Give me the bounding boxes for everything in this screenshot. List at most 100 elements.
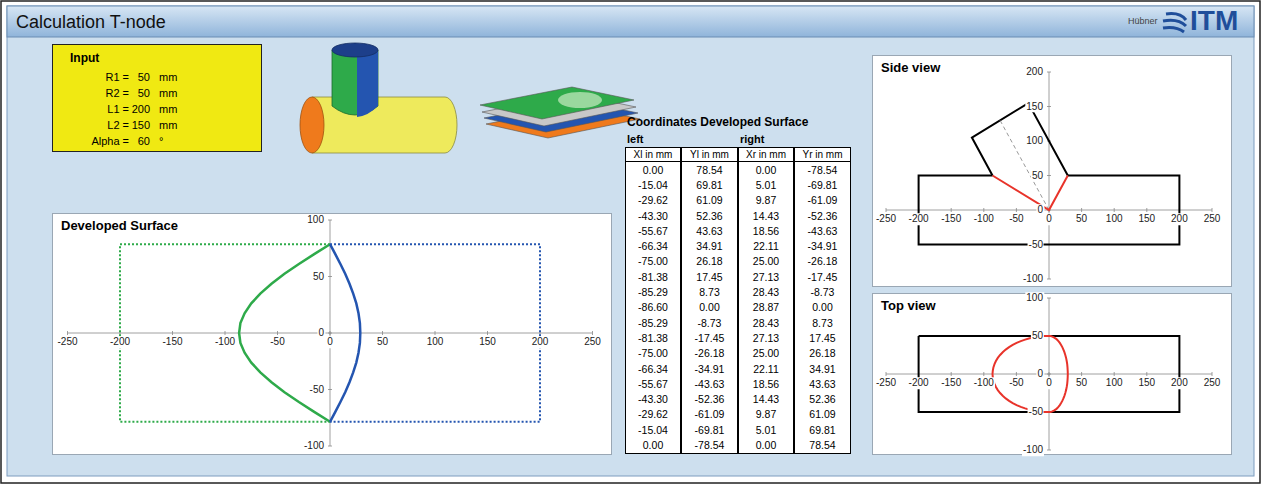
panel-title: Top view <box>881 299 936 314</box>
axis-tick: 50 <box>1031 330 1044 342</box>
axis-tick-mark <box>1212 372 1213 376</box>
table-cell: -17.45 <box>808 271 838 283</box>
table-cell: -43.30 <box>638 393 668 405</box>
table-cell: 0.00 <box>643 164 663 176</box>
branch-axis <box>1000 120 1049 210</box>
axis-tick: -200 <box>908 213 930 225</box>
axis-tick: -50 <box>1028 239 1044 251</box>
parameter-value: 150 <box>132 119 150 132</box>
axis-tick: 0 <box>1045 377 1053 389</box>
axis-tick: 50 <box>1075 377 1088 389</box>
axis-tick: 0 <box>1036 204 1044 216</box>
table-cell: -55.67 <box>638 378 668 390</box>
axis-tick: -100 <box>973 377 995 389</box>
table-cell: 22.11 <box>753 363 779 375</box>
axis-tick-mark <box>1047 279 1051 280</box>
parameter-value: 60 <box>138 135 150 148</box>
table-cell: -26.18 <box>695 347 725 359</box>
chart-fill <box>872 55 1232 287</box>
page-title: Calculation T-node <box>16 12 166 33</box>
table-cell: -29.62 <box>638 408 668 420</box>
table-cell: -61.09 <box>695 408 725 420</box>
axis-tick-mark <box>951 208 952 212</box>
column-header: Yl in mm <box>690 149 729 161</box>
table-cell: -29.62 <box>638 194 668 206</box>
axis-tick-mark <box>435 331 436 335</box>
parameter-value: 50 <box>138 71 150 84</box>
table-cell: -8.73 <box>698 317 722 329</box>
table-cell: -86.60 <box>638 301 668 313</box>
parameter-value: 50 <box>138 87 150 100</box>
table-cell: 43.63 <box>809 378 835 390</box>
table-cell: -15.04 <box>638 179 668 191</box>
table-cell: -66.34 <box>638 363 668 375</box>
background-panel <box>7 6 1254 476</box>
parameter-name: L1 = <box>107 103 129 116</box>
table-cell: -8.73 <box>811 286 835 298</box>
axis-tick: -100 <box>214 336 236 348</box>
table-cell: -75.00 <box>638 347 668 359</box>
table-cell: -69.81 <box>808 179 838 191</box>
table-cell: 27.13 <box>753 271 779 283</box>
logo-icon <box>1163 14 1186 32</box>
table-cell: 0.00 <box>812 301 832 313</box>
axis-tick: 100 <box>1025 292 1044 304</box>
axis-tick-mark <box>67 331 68 335</box>
axis-tick: 200 <box>1170 377 1189 389</box>
table-cell: 18.56 <box>753 225 779 237</box>
axis-tick-mark <box>1047 106 1051 107</box>
table-cell: 26.18 <box>696 255 722 267</box>
table-cell: 52.36 <box>696 210 722 222</box>
table-cell: -55.67 <box>638 225 668 237</box>
axis-tick-mark <box>1047 72 1051 73</box>
table-cell: 34.91 <box>809 363 835 375</box>
axis-tick: 50 <box>312 271 325 283</box>
axis-tick-mark <box>328 333 332 334</box>
axis-tick: -100 <box>303 440 325 452</box>
plots <box>68 72 1213 450</box>
table-cell: 18.56 <box>753 378 779 390</box>
axis-tick-mark <box>1081 208 1082 212</box>
axis-tick-mark <box>983 208 984 212</box>
table-cell: 61.09 <box>809 408 835 420</box>
axis-tick-mark <box>328 389 332 390</box>
table-cell: 28.43 <box>753 286 779 298</box>
table-cell: 25.00 <box>753 255 779 267</box>
axis-tick-mark <box>951 372 952 376</box>
branch-outline <box>972 103 1068 175</box>
table-cell: -81.38 <box>638 271 668 283</box>
table-cell: 28.87 <box>753 301 779 313</box>
axis-tick: 0 <box>326 336 334 348</box>
chart-panel: Side view <box>872 55 1232 287</box>
axis-tick-mark <box>172 331 173 335</box>
axis-tick-mark <box>886 208 887 212</box>
parameter-name: Alpha = <box>91 135 129 148</box>
table-cell: 0.00 <box>756 164 776 176</box>
t-node-illustration <box>300 43 457 153</box>
table-cell: 43.63 <box>696 225 722 237</box>
axis-tick: -50 <box>1008 213 1024 225</box>
axis-tick: 250 <box>583 336 602 348</box>
axis-tick-mark <box>1081 372 1082 376</box>
table-cell: -85.29 <box>638 317 668 329</box>
axis-tick: 100 <box>1025 135 1044 147</box>
axis-tick: 50 <box>1075 213 1088 225</box>
axis-tick: 150 <box>1025 101 1044 113</box>
axis-tick: -100 <box>1022 444 1044 456</box>
axis-tick: -50 <box>269 336 285 348</box>
developed-sheets-illustration <box>480 87 640 138</box>
axis-tick: 250 <box>1203 213 1222 225</box>
column-header: Xl in mm <box>634 149 673 161</box>
parameter-name: R2 = <box>105 87 129 100</box>
axis-tick: -150 <box>940 213 962 225</box>
input-fill <box>52 44 262 152</box>
axis-tick: -50 <box>309 384 325 396</box>
axis-tick: -150 <box>161 336 183 348</box>
table-cell: -85.29 <box>638 286 668 298</box>
table-cell: 78.54 <box>809 439 835 451</box>
axis-tick-mark <box>1047 450 1051 451</box>
cut-curve <box>239 244 330 422</box>
table-cell: 25.00 <box>753 347 779 359</box>
table-cell: -78.54 <box>695 439 725 451</box>
